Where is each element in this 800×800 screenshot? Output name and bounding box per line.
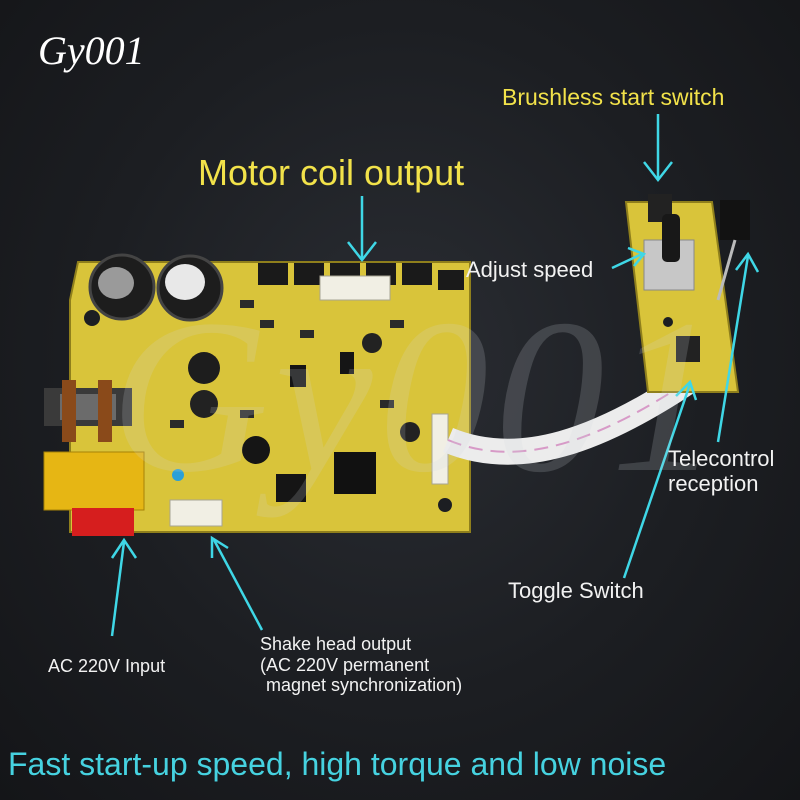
arrow-ac-input <box>110 541 126 637</box>
microcontroller-chip <box>334 452 376 494</box>
ac-input-label: AC 220V Input <box>48 656 166 676</box>
arrow-shake-head <box>212 539 264 631</box>
smd-component <box>170 420 184 428</box>
arrowhead-toggle-switch <box>675 379 698 401</box>
arrow-adjust-speed <box>611 252 643 270</box>
smd-component <box>240 300 254 308</box>
ac-input-connector <box>72 508 134 536</box>
motor-coil-output-label: Motor coil output <box>198 152 465 193</box>
ic-chip <box>276 474 306 502</box>
power-relay <box>43 451 145 511</box>
terminal-block <box>402 263 432 285</box>
smd-component <box>300 330 314 338</box>
arrowhead-adjust-speed <box>627 246 647 267</box>
ir-receiver <box>720 200 750 240</box>
capacitor-highlight <box>165 264 205 300</box>
brushless-start-switch-label: Brushless start switch <box>502 84 725 110</box>
smd-component <box>390 320 404 328</box>
telecontrol-line-1: Telecontrol <box>668 446 775 471</box>
capacitor <box>190 390 218 418</box>
toggle-switch-button <box>676 336 700 362</box>
ribbon-cable-stripe <box>447 379 691 453</box>
motor-connector <box>319 275 391 301</box>
mount-hole <box>663 317 673 327</box>
shake-head-output-label: Shake head output (AC 220V permanent mag… <box>260 634 462 696</box>
ic-chip <box>290 365 306 387</box>
arrowhead-motor-coil <box>347 241 377 263</box>
telecontrol-line-2: reception <box>668 471 759 497</box>
brand-logo-text: Gy001 <box>38 28 145 73</box>
arrowhead-start-switch <box>643 161 673 183</box>
terminal-block <box>258 263 288 285</box>
smd-component <box>260 320 274 328</box>
shake-head-line-1: Shake head output <box>260 634 412 654</box>
arrowhead-telecontrol <box>735 251 760 273</box>
adjust-speed-label: Adjust speed <box>466 257 594 282</box>
mount-hole <box>84 310 100 326</box>
smd-component <box>380 400 394 408</box>
inductor-coil <box>98 380 112 442</box>
shake-head-line-3: magnet synchronization) <box>266 675 463 696</box>
arrow-toggle-switch <box>622 383 692 579</box>
terminal-block <box>294 263 324 285</box>
capacitor <box>188 352 220 384</box>
buzzer <box>242 436 270 464</box>
tagline: Fast start-up speed, high torque and low… <box>8 746 667 782</box>
ic-chip <box>340 352 354 374</box>
shake-head-line-2: (AC 220V permanent <box>260 654 430 675</box>
capacitor <box>400 422 420 442</box>
telecontrol-reception-label: Telecontrol reception <box>668 446 774 497</box>
capacitor <box>362 333 382 353</box>
smd-component <box>240 410 254 418</box>
mount-hole <box>438 498 452 512</box>
terminal-block <box>438 270 464 290</box>
arrowhead-shake-head <box>210 535 229 558</box>
ir-receiver-leads <box>716 239 737 301</box>
arrow-telecontrol <box>716 255 750 443</box>
potentiometer-shaft <box>662 214 680 262</box>
watermark: Gy001 <box>110 274 727 518</box>
capacitor-highlight <box>98 267 134 299</box>
led-component <box>172 469 184 481</box>
inductor-coil <box>62 380 76 442</box>
annotation-arrows <box>110 114 760 637</box>
arrowhead-ac-input <box>110 537 138 559</box>
shake-head-connector <box>169 499 223 527</box>
toggle-switch-label: Toggle Switch <box>508 578 644 603</box>
